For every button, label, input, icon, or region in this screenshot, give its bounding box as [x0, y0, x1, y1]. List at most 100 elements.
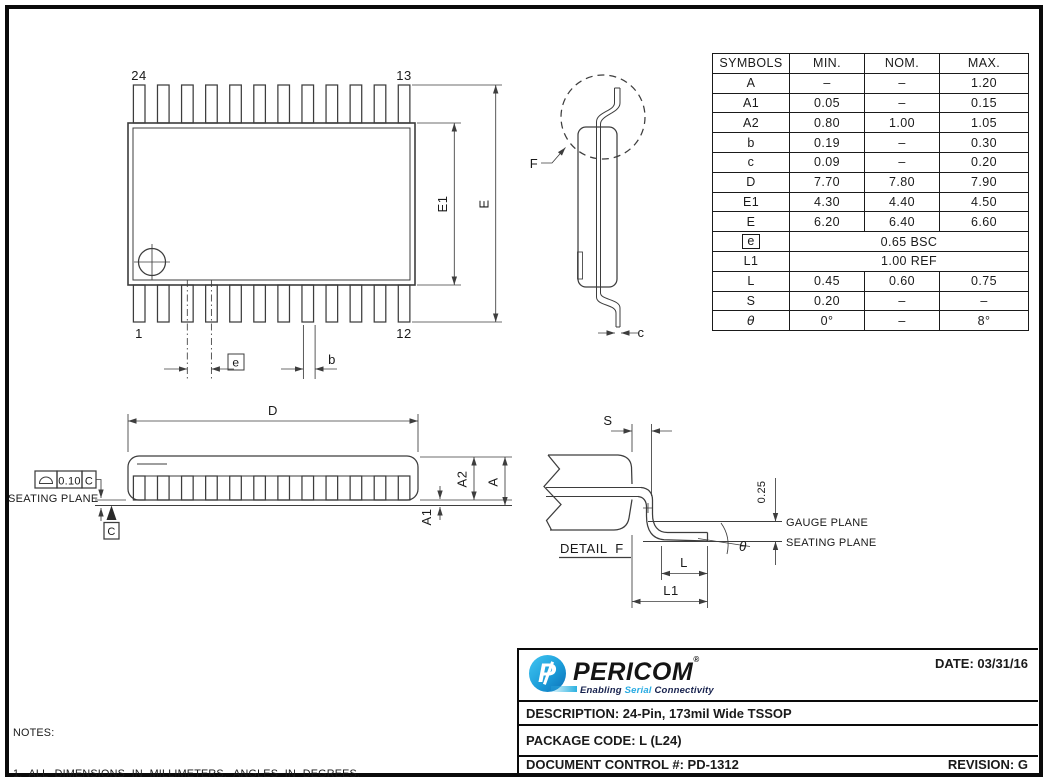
tagline-word: Serial — [624, 685, 652, 696]
flatness-tolerance-value: 0.10 — [58, 476, 81, 488]
end-view: F c — [530, 74, 646, 340]
dim-L: L — [661, 546, 708, 608]
dim-theta: θ — [697, 522, 751, 555]
boxed-e-symbol: e — [742, 234, 760, 250]
dim-S: S — [603, 413, 672, 496]
pericom-logo: P PERICOM® Enabling Serial Connectivity — [529, 655, 789, 697]
title-block-logo-row: P PERICOM® Enabling Serial Connectivity … — [519, 650, 1038, 700]
dim-cell: – — [864, 92, 940, 114]
dim-pitch-e: e — [164, 280, 245, 379]
dim-cell: – — [789, 72, 865, 94]
col-header-max: MAX. — [939, 53, 1029, 74]
table-row: b 0.19 – 0.30 — [712, 132, 1029, 153]
date-field: DATE: 03/31/16 — [935, 656, 1028, 671]
seating-plane-symbol-icon — [38, 476, 54, 484]
flatness-control-frame: 0.10 C — [34, 470, 104, 521]
side-view-leads — [132, 475, 411, 501]
dim-cell: 0.05 — [789, 92, 865, 114]
pin-24-label: 24 — [131, 68, 146, 83]
seating-plane-label-detail: SEATING PLANE — [786, 537, 877, 549]
doc-control-row: DOCUMENT CONTROL #: PD-1312 REVISION: G — [519, 755, 1038, 773]
detail-f-view: S GAUGE PLANE SEATING PLANE 0.25 θ L — [543, 413, 877, 608]
break-line — [543, 454, 562, 531]
detail-f-title: DETAIL F — [560, 541, 624, 556]
detail-f-callout-label: F — [530, 156, 538, 171]
table-row: E1 4.30 4.40 4.50 — [712, 191, 1029, 213]
table-row: D 7.70 7.80 7.90 — [712, 171, 1029, 193]
col-header-symbols: SYMBOLS — [712, 53, 790, 74]
dim-pitch-label: e — [232, 356, 239, 370]
dim-cell: 1.20 — [939, 72, 1029, 94]
dim-cell: – — [864, 290, 940, 312]
table-header-row: SYMBOLS MIN. NOM. MAX. — [712, 53, 1029, 74]
brand-text: PERICOM — [573, 658, 694, 686]
dim-S-label: S — [603, 413, 612, 428]
table-row: E 6.20 6.40 6.60 — [712, 211, 1029, 233]
dim-D: D — [127, 403, 419, 452]
col-header-min: MIN. — [789, 53, 865, 74]
drawing-border-frame — [5, 5, 1043, 777]
dim-cell: 1.05 — [939, 112, 1029, 134]
dim-E: E — [412, 84, 502, 323]
dim-cell: L — [712, 270, 790, 292]
top-view: 24 13 1 12 E1 E — [127, 68, 502, 379]
tagline-word: Connectivity — [654, 685, 714, 696]
dim-cell: 8° — [939, 310, 1029, 332]
dim-cell: 7.80 — [864, 171, 940, 193]
dim-cell: θ — [712, 310, 790, 332]
dim-cell: 0.09 — [789, 151, 865, 173]
flatness-datum-ref: C — [85, 476, 93, 488]
dim-cell: 0.30 — [939, 132, 1029, 153]
pericom-logo-icon: P — [529, 655, 566, 692]
dim-cell: 0.15 — [939, 92, 1029, 114]
dim-L1-label: L1 — [663, 583, 678, 598]
dim-025: 0.25 — [756, 478, 779, 565]
title-block: P PERICOM® Enabling Serial Connectivity … — [517, 648, 1038, 773]
table-row: A2 0.80 1.00 1.05 — [712, 112, 1029, 134]
dim-theta-label: θ — [739, 539, 747, 554]
dim-cell: 6.60 — [939, 211, 1029, 233]
pin1-indicator — [134, 244, 170, 280]
table-row: L 0.45 0.60 0.75 — [712, 270, 1029, 292]
dim-cell: 0.19 — [789, 132, 865, 153]
top-pins-row-upper — [132, 84, 411, 124]
dim-A2-label: A2 — [455, 471, 470, 488]
dim-c-label: c — [638, 325, 645, 340]
brand-tagline: Enabling Serial Connectivity — [551, 685, 714, 696]
dim-A1: A1 — [419, 486, 443, 526]
dim-cell: e — [712, 231, 790, 252]
dim-A1-label: A1 — [419, 509, 434, 526]
dim-cell: – — [864, 151, 940, 173]
dim-cell: 7.90 — [939, 171, 1029, 193]
dim-cell: 0° — [789, 310, 865, 332]
dim-E-label: E — [477, 199, 492, 208]
dim-A-label: A — [486, 477, 501, 486]
dimension-table: SYMBOLS MIN. NOM. MAX. A – – 1.20 A1 0.0… — [712, 53, 1029, 332]
gauge-plane-label: GAUGE PLANE — [786, 517, 868, 529]
dim-cell: 0.20 — [789, 290, 865, 312]
dim-cell: L1 — [712, 250, 790, 272]
bend-center-mark — [643, 503, 653, 513]
table-row: S 0.20 – – — [712, 290, 1029, 312]
top-pins-row-lower — [132, 284, 411, 323]
datum-c-label: C — [107, 526, 115, 538]
tagline-bar-icon — [551, 686, 577, 692]
detail-f-callout-circle — [560, 74, 646, 160]
revision-field: REVISION: G — [947, 757, 1028, 772]
dim-L-label: L — [680, 555, 688, 570]
dim-cell: 0.60 — [864, 270, 940, 292]
notes-block: NOTES: 1. ALL DIMENSIONS IN MILLIMETERS.… — [13, 700, 360, 780]
package-code-field: PACKAGE CODE: L (L24) — [519, 724, 1038, 755]
dim-L1: L1 — [631, 535, 708, 608]
brand-name: PERICOM® — [573, 655, 700, 687]
table-row: L1 1.00 REF — [712, 250, 1029, 272]
registered-mark: ® — [693, 655, 700, 664]
dim-cell: 1.00 — [864, 112, 940, 134]
dim-cell: 0.80 — [789, 112, 865, 134]
dim-E1-label: E1 — [435, 196, 450, 213]
dim-cell: 6.20 — [789, 211, 865, 233]
tagline-word: Enabling — [580, 685, 622, 696]
dim-cell: – — [939, 290, 1029, 312]
